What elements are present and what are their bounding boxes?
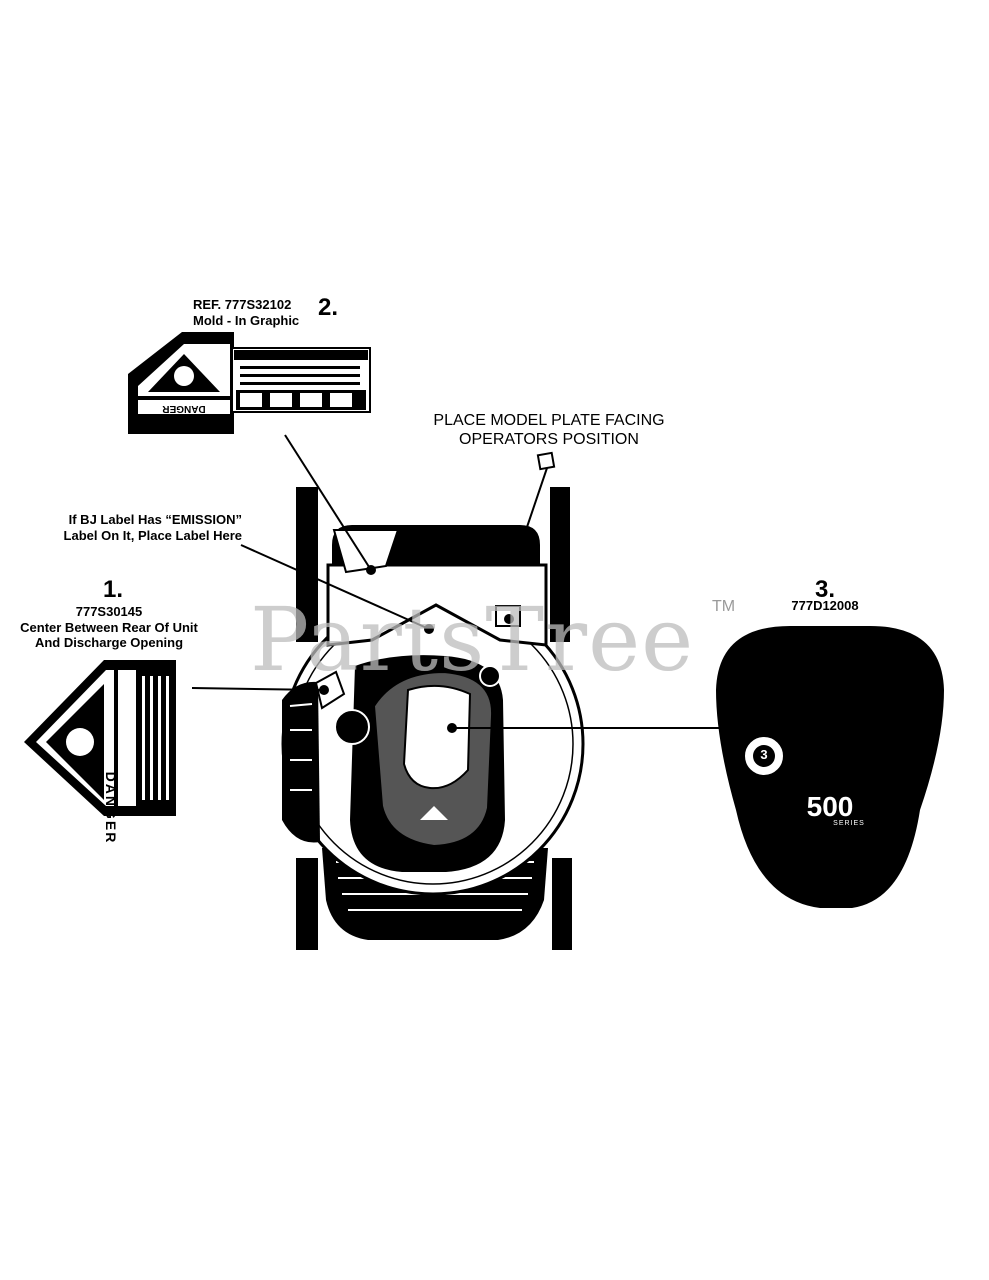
part2-number: 2. <box>318 294 339 321</box>
partstree-watermark: PartsTree <box>250 588 695 691</box>
rear-left-wheel <box>296 487 318 642</box>
label2-danger-word: DANGER <box>162 403 206 414</box>
front-left-wheel <box>296 858 318 950</box>
part3-ref: 777D12008 <box>791 598 859 613</box>
model-plate-marker <box>504 614 514 624</box>
cover-series-word: SERIES <box>833 820 865 827</box>
danger-label-2 <box>128 332 371 434</box>
part2-ref: REF. 777S32102 <box>193 297 292 312</box>
emission-line1: If BJ Label Has “EMISSION” <box>68 512 242 527</box>
model-plate-symbol <box>536 451 556 471</box>
model-plate-line2: OPERATORS POSITION <box>459 431 639 449</box>
watermark-trademark: TM <box>712 598 736 615</box>
rear-right-wheel <box>550 487 570 642</box>
front-right-wheel <box>552 858 572 950</box>
mower-rear-housing <box>326 525 548 647</box>
mower-engine <box>334 655 505 872</box>
part1-number: 1. <box>102 576 123 603</box>
cover-series-number: 500 <box>806 791 854 822</box>
part1-ref: 777S30145 <box>75 604 143 619</box>
model-plate-line1: PLACE MODEL PLATE FACING <box>433 412 665 429</box>
part1-line1: Center Between Rear Of Unit <box>20 619 198 635</box>
emission-line2: Label On It, Place Label Here <box>63 527 242 543</box>
badge-number: 3 <box>760 747 768 762</box>
engine-cover-label-3 <box>716 626 944 908</box>
danger-label-1 <box>24 660 176 816</box>
leader-lines <box>191 434 720 729</box>
label1-danger-word: DANGER <box>103 771 119 845</box>
discharge-chute <box>282 670 346 843</box>
part1-line2: And Discharge Opening <box>34 635 184 651</box>
part2-note: Mold - In Graphic <box>193 312 300 328</box>
part3-number: 3. <box>814 576 835 603</box>
